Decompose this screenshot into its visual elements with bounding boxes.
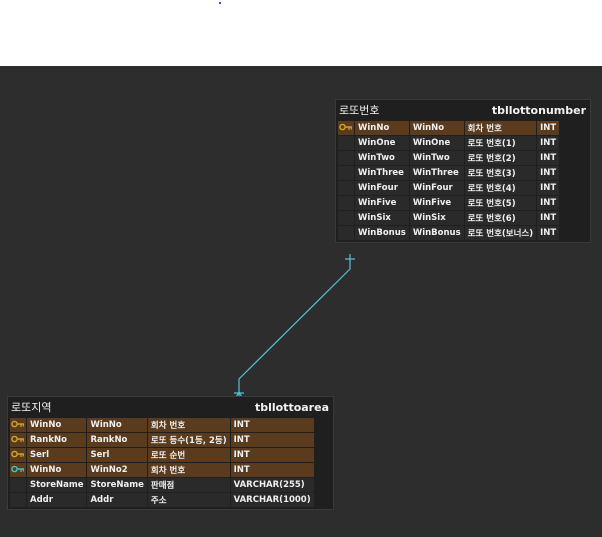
column-logical: Serl (27, 448, 87, 462)
column-comment: 로또 번호(5) (464, 196, 537, 210)
column-logical: WinNo (355, 121, 409, 135)
entity-header: 로또지역 tbllottoarea (8, 397, 333, 417)
column-type: INT (537, 166, 560, 180)
column-comment: 회차 번호 (147, 418, 230, 432)
column-type: INT (537, 196, 560, 210)
column-type: INT (537, 211, 560, 225)
column-type: INT (230, 448, 314, 462)
column-physical: WinThree (409, 166, 464, 180)
entity-physical-name: tbllottoarea (254, 400, 329, 414)
column-logical: Addr (27, 493, 87, 507)
column-physical: Addr (87, 493, 147, 507)
column-type: VARCHAR(255) (230, 478, 314, 492)
key-cell (338, 196, 354, 210)
column-logical: WinFive (355, 196, 409, 210)
column-physical: WinSix (409, 211, 464, 225)
primary-key-icon (10, 448, 26, 462)
column-type: INT (230, 433, 314, 447)
column-comment: 로또 번호(3) (464, 166, 537, 180)
key-cell (338, 136, 354, 150)
column-physical: WinFour (409, 181, 464, 195)
key-cell (10, 493, 26, 507)
column-type: INT (537, 181, 560, 195)
column-physical: Serl (87, 448, 147, 462)
column-logical: WinThree (355, 166, 409, 180)
column-physical: WinBonus (409, 226, 464, 240)
column-comment: 회차 번호 (464, 121, 537, 135)
column-comment: 로또 번호(1) (464, 136, 537, 150)
column-logical: WinNo (27, 418, 87, 432)
column-comment: 로또 번호(6) (464, 211, 537, 225)
column-comment: 로또 등수(1등, 2등) (147, 433, 230, 447)
key-cell (10, 478, 26, 492)
foreign-key-icon (10, 463, 26, 477)
key-cell (338, 226, 354, 240)
entity-logical-name: 로또번호 (339, 104, 380, 117)
column-physical: WinOne (409, 136, 464, 150)
column-logical: WinBonus (355, 226, 409, 240)
key-cell (338, 181, 354, 195)
column-physical: WinNo2 (87, 463, 147, 477)
primary-key-icon (10, 418, 26, 432)
column-physical: WinFive (409, 196, 464, 210)
key-cell (338, 151, 354, 165)
primary-key-icon (10, 433, 26, 447)
column-type: INT (230, 418, 314, 432)
column-logical: StoreName (27, 478, 87, 492)
key-cell (338, 211, 354, 225)
column-physical: WinNo (87, 418, 147, 432)
entity-logical-name: 로또지역 (11, 401, 52, 414)
column-comment: 로또 번호(4) (464, 181, 537, 195)
column-logical: WinOne (355, 136, 409, 150)
column-logical: WinNo (27, 463, 87, 477)
column-physical: RankNo (87, 433, 147, 447)
cursor-dot (219, 2, 221, 4)
entity-header: 로또번호 tbllottonumber (336, 100, 590, 120)
column-logical: WinSix (355, 211, 409, 225)
column-type: INT (537, 226, 560, 240)
column-type: INT (230, 463, 314, 477)
column-comment: 로또 번호(보너스) (464, 226, 537, 240)
column-type: INT (537, 121, 560, 135)
key-cell (338, 166, 354, 180)
column-comment: 회차 번호 (147, 463, 230, 477)
primary-key-icon (338, 121, 354, 135)
column-type: VARCHAR(1000) (230, 493, 314, 507)
column-physical: StoreName (87, 478, 147, 492)
column-comment: 로또 번호(2) (464, 151, 537, 165)
column-comment: 판매점 (147, 478, 230, 492)
entity-physical-name: tbllottonumber (491, 103, 586, 117)
column-type: INT (537, 136, 560, 150)
column-comment: 주소 (147, 493, 230, 507)
column-logical: WinTwo (355, 151, 409, 165)
column-logical: WinFour (355, 181, 409, 195)
column-physical: WinNo (409, 121, 464, 135)
column-physical: WinTwo (409, 151, 464, 165)
column-type: INT (537, 151, 560, 165)
column-comment: 로또 순번 (147, 448, 230, 462)
column-logical: RankNo (27, 433, 87, 447)
